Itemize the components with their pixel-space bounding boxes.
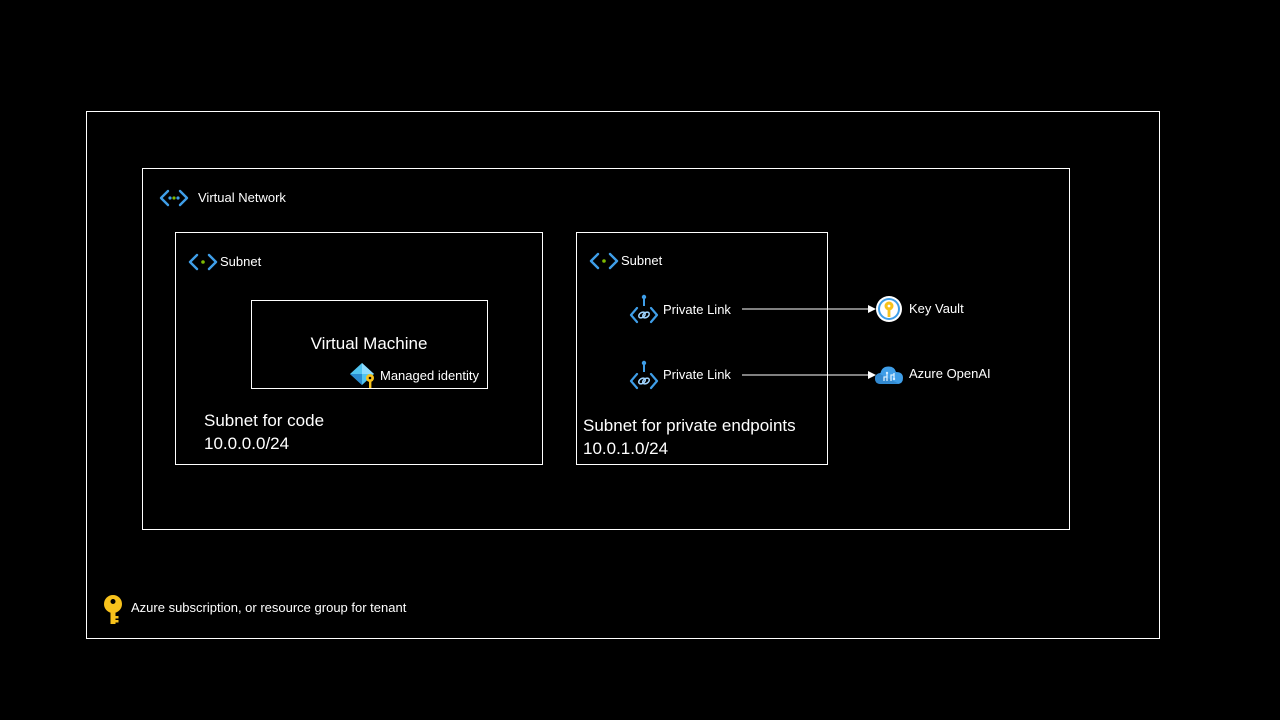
private-link-icon	[629, 294, 659, 324]
subnet-code-boundary	[175, 232, 543, 465]
virtual-network-boundary	[142, 168, 1070, 530]
connector-arrow	[742, 371, 876, 379]
virtual-machine-box	[251, 300, 488, 389]
virtual-machine-label: Virtual Machine	[310, 334, 428, 353]
managed-identity-icon	[350, 363, 374, 388]
subnet-endpoints-title: Subnet for private endpoints	[583, 416, 796, 435]
key-vault-icon	[876, 296, 902, 322]
subnet-endpoints-header: Subnet	[621, 253, 663, 268]
subscription-boundary	[86, 111, 1160, 639]
connector-arrow	[742, 305, 876, 313]
azure-openai-icon	[875, 366, 903, 384]
subscription-label: Azure subscription, or resource group fo…	[131, 600, 407, 615]
key-icon	[104, 595, 122, 624]
subnet-icon	[188, 253, 218, 271]
managed-identity-label: Managed identity	[380, 368, 480, 383]
private-link-icon	[629, 360, 659, 390]
subnet-endpoints-boundary	[576, 232, 828, 465]
private-link-label: Private Link	[663, 302, 731, 317]
subnet-icon	[589, 252, 619, 270]
azure-openai-label: Azure OpenAI	[909, 366, 991, 381]
subnet-code-title: Subnet for code	[204, 411, 325, 430]
virtual-network-icon	[159, 189, 189, 207]
private-link-label: Private Link	[663, 367, 731, 382]
subnet-endpoints-cidr: 10.0.1.0/24	[583, 439, 669, 458]
virtual-network-label: Virtual Network	[198, 190, 286, 205]
key-vault-label: Key Vault	[909, 301, 964, 316]
subnet-code-header: Subnet	[220, 254, 262, 269]
subnet-code-cidr: 10.0.0.0/24	[204, 434, 290, 453]
